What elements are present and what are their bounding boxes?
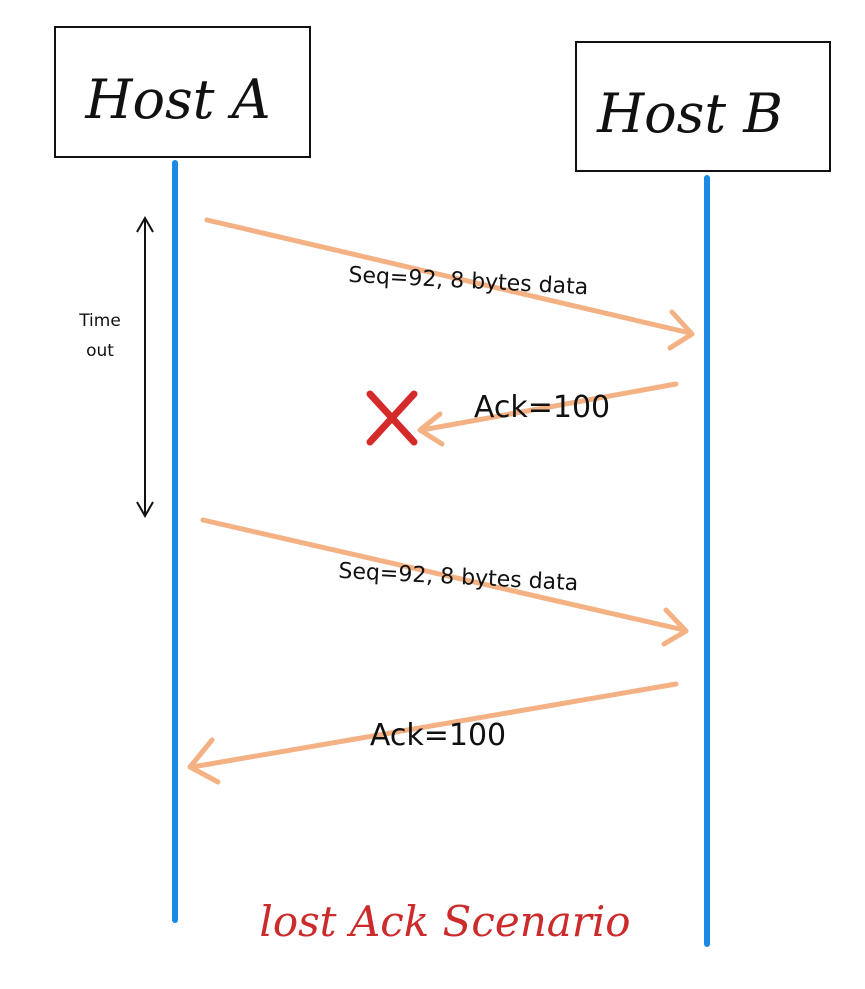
message-seq-1-arrow-line: [204, 217, 693, 336]
message-seq-1-label: Seq=92, 8 bytes data: [348, 263, 589, 301]
host-b-box: [575, 41, 831, 172]
message-ack-delivered-arrow-line: [189, 681, 679, 770]
message-ack-lost-arrowhead: [417, 411, 445, 447]
message-seq-1: Seq=92, 8 bytes data: [204, 217, 695, 351]
host-b-label: Host B: [596, 82, 783, 145]
message-seq-retransmit-label: Seq=92, 8 bytes data: [338, 559, 579, 597]
message-seq-1-arrowhead: [667, 309, 695, 351]
host-b: Host B: [575, 41, 831, 172]
message-seq-retransmit-arrowhead: [661, 607, 689, 647]
message-ack-lost: Ack=100: [366, 381, 679, 447]
timeout-arrowhead-top: [136, 215, 154, 233]
message-seq-retransmit: Seq=92, 8 bytes data: [200, 517, 689, 647]
timeout-label-line2: out: [86, 341, 114, 361]
timeout-interval: Time out: [78, 215, 154, 519]
message-ack-delivered-arrowhead: [187, 737, 221, 785]
diagram-caption: lost Ack Scenario: [259, 897, 630, 946]
message-seq-retransmit-arrow-line: [200, 517, 687, 633]
host-a: Host A: [54, 26, 311, 158]
message-ack-lost-arrow-line: [419, 381, 679, 433]
timeout-label-line1: Time: [78, 311, 121, 331]
host-a-label: Host A: [84, 68, 270, 131]
lost-x-mark-icon: [366, 390, 418, 446]
timeout-arrowhead-bottom: [136, 501, 154, 519]
message-ack-delivered-label: Ack=100: [370, 718, 506, 753]
message-ack-lost-label: Ack=100: [474, 390, 610, 425]
message-ack-delivered: Ack=100: [187, 681, 679, 785]
host-a-box: [54, 26, 311, 158]
